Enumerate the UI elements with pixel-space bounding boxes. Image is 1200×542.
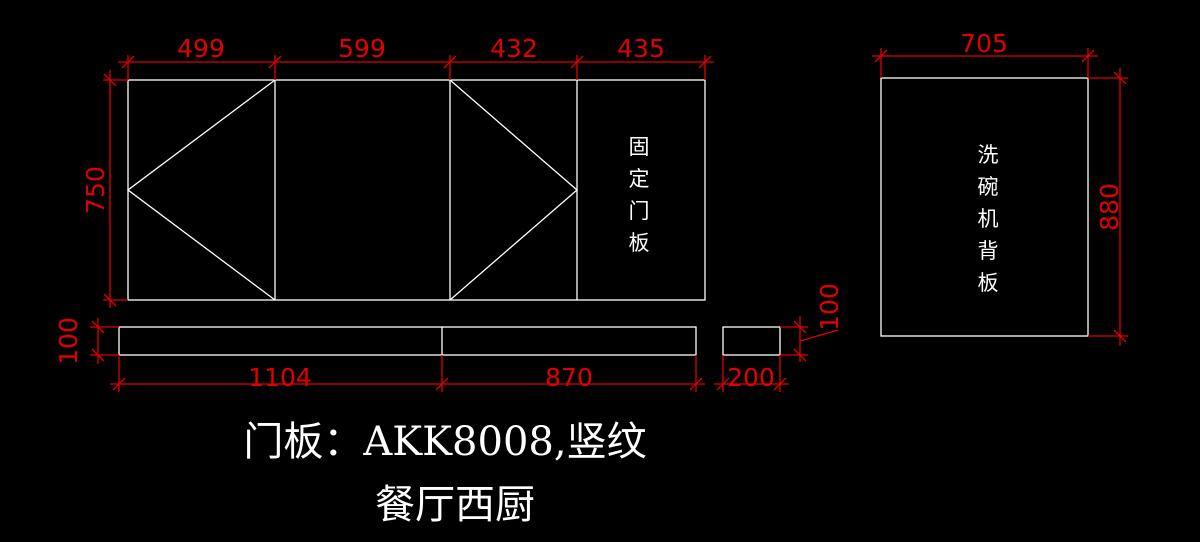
dim-bottom-870: 870 [545,363,593,392]
cabinet-outline [127,79,706,301]
dim-top-432: 432 [490,34,538,63]
dim-top-tick-1 [121,55,135,69]
dim-plinth-right-tick-top [793,320,807,334]
dim-top-599: 599 [338,34,386,63]
caption-line-1: 门板：AKK8008,竖纹 [243,419,646,465]
dim-right-880: 880 [1095,183,1124,231]
dim-bottom-1104: 1104 [248,363,312,392]
dim-right-705: 705 [960,29,1008,58]
dim-right-height-tick-top [1113,71,1127,85]
dimension-texts: 499 599 432 435 750 100 1104 870 200 100… [54,29,1124,392]
dim-small-tick-1 [716,377,730,391]
dishwasher-char-3: 机 [978,207,999,231]
fixed-panel-char-3: 门 [629,199,650,223]
dim-left-tick-bottom [103,293,117,307]
dim-top-tick-3 [443,55,457,69]
dim-top-tick-2 [268,55,282,69]
dim-left-tick-top [103,73,117,87]
dim-top-tick-4 [570,55,584,69]
door-swing-right [449,79,578,301]
dim-bottom-tick-2 [435,377,449,391]
dim-plinth-left-tick-top [91,320,105,334]
fixed-panel-char-1: 固 [629,135,650,159]
dim-bottom-tick-3 [689,377,703,391]
door-swing-left [126,79,276,301]
caption: 门板：AKK8008,竖纹 餐厅西厨 [243,419,646,528]
dishwasher-char-4: 背 [978,239,999,263]
dim-plinth-right-100: 100 [815,283,844,331]
dishwasher-char-1: 洗 [978,143,999,167]
dim-left-750: 750 [81,166,110,214]
dim-plinth-left-tick-bottom [91,348,105,362]
dishwasher-panel-outline [880,77,1089,337]
plinth-long [118,326,697,356]
dim-top-435: 435 [617,34,665,63]
fixed-panel-label: 固 定 门 板 [629,135,650,255]
dim-small-tick-2 [773,377,787,391]
cabinet-elevation [126,79,706,301]
fixed-panel-char-2: 定 [629,167,650,191]
dim-small-200: 200 [727,363,775,392]
dishwasher-panel: 洗 碗 机 背 板 [880,77,1089,337]
caption-line-2: 餐厅西厨 [375,482,535,528]
dim-plinth-right-leader [799,329,839,342]
dishwasher-char-2: 碗 [978,175,999,199]
plinth-short [722,326,781,356]
dim-right-height-tick-bottom [1113,329,1127,343]
dim-right-width-tick-2 [1081,49,1095,63]
dim-right-width-tick-1 [874,49,888,63]
fixed-panel-char-4: 板 [629,231,650,255]
plinth-strips [118,326,781,356]
dim-top-tick-5 [698,55,712,69]
dim-top-499: 499 [177,34,225,63]
dim-plinth-right-tick-bottom [793,348,807,362]
dishwasher-char-5: 板 [978,271,999,295]
dim-plinth-left-100: 100 [54,317,83,365]
dim-bottom-tick-1 [112,377,126,391]
dimension-lines [90,48,1128,392]
